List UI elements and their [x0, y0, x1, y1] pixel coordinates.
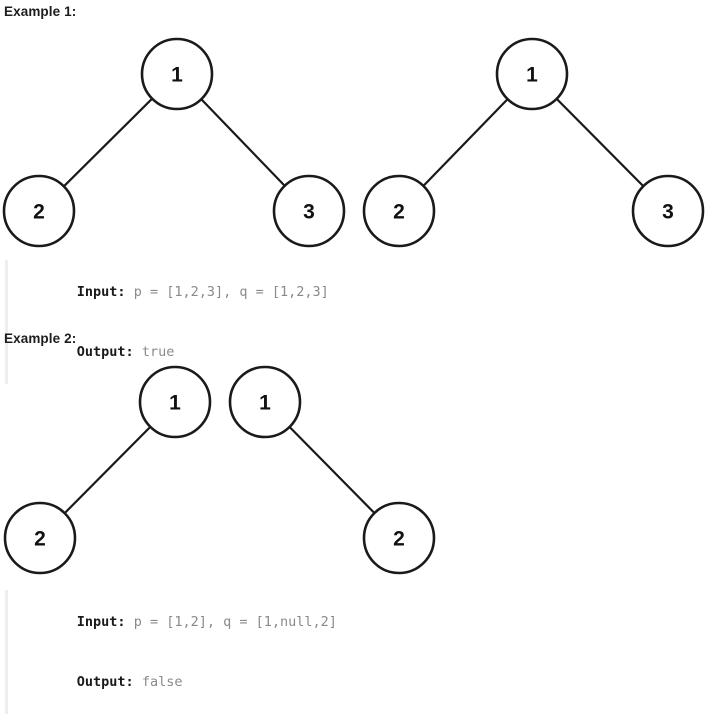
tree-edge-p-root-to-p-right	[199, 97, 287, 188]
example-2-output-line: Output: false	[28, 652, 705, 712]
example-1-svg-canvas: 1 2 3 1 2 3	[2, 37, 705, 248]
node-circle	[362, 174, 436, 248]
node-label: 2	[33, 201, 45, 224]
input-label: Input:	[76, 284, 126, 300]
node-label: 1	[259, 392, 271, 415]
example-1-output-line: Output: true	[28, 322, 705, 382]
tree-node-p-left: 2	[2, 174, 76, 248]
tree-edge-q2-root-to-q2-right	[287, 425, 377, 515]
node-circle	[495, 37, 569, 111]
tree-node-p-root: 1	[140, 37, 214, 111]
node-label: 2	[393, 201, 405, 224]
input-value: p = [1,2,3], q = [1,2,3]	[125, 284, 329, 300]
example-2-input-line: Input: p = [1,2], q = [1,null,2]	[28, 592, 705, 652]
example-2-tree-diagram: 1 2 1 2	[0, 358, 714, 580]
tree-edge-q-root-to-q-right	[554, 97, 646, 188]
node-label: 3	[303, 201, 315, 224]
tree-node-q2-root: 1	[228, 365, 302, 439]
example-1-input-line: Input: p = [1,2,3], q = [1,2,3]	[28, 262, 705, 322]
output-value: false	[133, 674, 183, 690]
input-label: Input:	[76, 614, 126, 630]
node-label: 1	[526, 64, 538, 87]
node-circle	[2, 174, 76, 248]
node-circle	[140, 37, 214, 111]
tree-node-p2-root: 1	[138, 365, 212, 439]
example-1-heading: Example 1:	[4, 4, 77, 19]
example-1-tree-diagram: 1 2 3 1 2 3	[0, 30, 714, 250]
example-2-svg-canvas: 1 2 1 2	[3, 365, 436, 575]
output-value: true	[133, 344, 175, 360]
node-label: 1	[169, 392, 181, 415]
output-label: Output:	[76, 674, 134, 690]
tree-node-q-root: 1	[495, 37, 569, 111]
tree-node-q2-right: 2	[362, 501, 436, 575]
tree-edge-p-root-to-p-left	[62, 96, 154, 189]
node-circle	[631, 174, 705, 248]
node-circle	[272, 174, 346, 248]
examples-page: Example 1: 1 2 3 1 2 3 Input: p = [1,2,3], q …	[0, 4, 714, 714]
node-label: 2	[393, 528, 405, 551]
tree-node-q-left: 2	[362, 174, 436, 248]
example-1-code-block: Input: p = [1,2,3], q = [1,2,3] Output: …	[5, 260, 705, 384]
node-label: 1	[171, 64, 183, 87]
example-2-code-block: Input: p = [1,2], q = [1,null,2] Output:…	[5, 590, 705, 714]
node-circle	[228, 365, 302, 439]
node-circle	[138, 365, 212, 439]
output-label: Output:	[76, 344, 134, 360]
node-label: 3	[662, 201, 674, 224]
tree-edge-p2-root-to-p2-left	[62, 425, 153, 515]
tree-node-p2-left: 2	[3, 501, 77, 575]
node-circle	[3, 501, 77, 575]
tree-edge-q-root-to-q-left	[421, 97, 510, 188]
node-circle	[362, 501, 436, 575]
tree-node-p-right: 3	[272, 174, 346, 248]
input-value: p = [1,2], q = [1,null,2]	[125, 614, 337, 630]
example-2-heading: Example 2:	[4, 331, 77, 346]
tree-node-q-right: 3	[631, 174, 705, 248]
node-label: 2	[34, 528, 46, 551]
